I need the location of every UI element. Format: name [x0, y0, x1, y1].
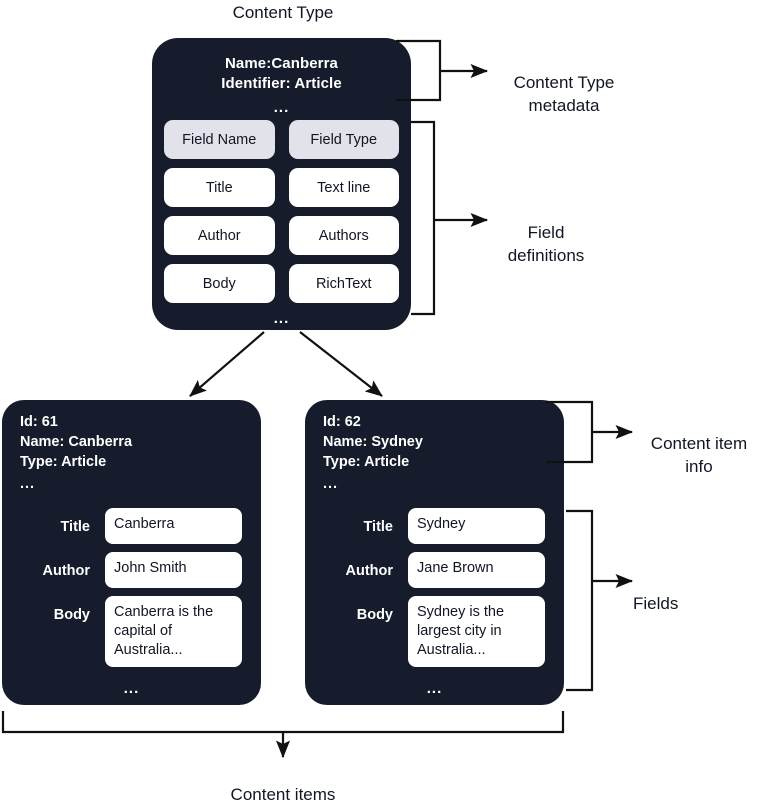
field-definitions-bracket	[411, 120, 436, 316]
content-item-fields-62: Title Sydney Author Jane Brown Body Sydn…	[305, 508, 564, 675]
table-row: Author Authors	[164, 216, 399, 255]
content-item-info-ellipsis: ...	[323, 476, 339, 492]
page-title: Content Type	[183, 3, 383, 23]
field-name-author: Author	[164, 216, 275, 255]
field-value-body: Canberra is the capital of Australia...	[105, 596, 242, 667]
field-row: Body Canberra is the capital of Australi…	[2, 596, 261, 667]
content-type-identifier: Identifier: Article	[221, 75, 342, 92]
field-row: Title Canberra	[2, 508, 261, 544]
field-name-title: Title	[164, 168, 275, 207]
page-title-text: Content Type	[232, 3, 334, 22]
field-value-author: John Smith	[105, 552, 242, 588]
annotation-content-type-metadata: Content Type metadata	[474, 48, 654, 117]
content-type-metadata-ellipsis: ...	[273, 99, 290, 116]
field-type-richtext: RichText	[288, 264, 399, 303]
content-items-bracket	[1, 711, 565, 734]
content-item-info-ellipsis: ...	[20, 476, 36, 492]
diagram-canvas: Content Type Name:Canberra Identifier: A…	[1, 3, 773, 804]
content-item-info-62: Id: 62 Name: Sydney Type: Article ...	[305, 400, 564, 494]
field-value-title: Sydney	[408, 508, 545, 544]
field-name-body: Body	[164, 264, 275, 303]
annotation-content-items-text: Content items	[230, 785, 336, 804]
field-label-author: Author	[345, 563, 393, 579]
field-definitions-ellipsis: ...	[273, 310, 290, 327]
annotation-field-definitions-text: Field definitions	[507, 223, 585, 265]
annotation-content-items: Content items	[183, 760, 383, 806]
field-type-text-line: Text line	[288, 168, 399, 207]
content-item-info-61: Id: 61 Name: Canberra Type: Article ...	[2, 400, 261, 494]
column-header-field-type: Field Type	[288, 120, 399, 159]
annotation-metadata-text: Content Type metadata	[513, 73, 615, 115]
table-row: Body RichText	[164, 264, 399, 303]
fields-bracket	[566, 509, 594, 692]
annotation-content-item-info-text: Content item info	[650, 434, 748, 476]
annotation-field-definitions: Field definitions	[476, 198, 616, 267]
content-item-id: Id: 61	[20, 414, 58, 430]
content-type-card: Name:Canberra Identifier: Article ... Fi…	[152, 38, 411, 330]
field-label-body: Body	[356, 607, 393, 623]
field-value-title: Canberra	[105, 508, 242, 544]
field-label-body: Body	[53, 607, 90, 623]
table-header-row: Field Name Field Type	[164, 120, 399, 159]
content-item-id: Id: 62	[323, 414, 361, 430]
field-type-authors: Authors	[288, 216, 399, 255]
field-value-author: Jane Brown	[408, 552, 545, 588]
annotation-fields: Fields	[633, 569, 723, 615]
arrow-to-item-61	[189, 331, 265, 397]
content-item-fields-ellipsis: ...	[426, 680, 443, 697]
content-type-name: Name:Canberra	[224, 55, 338, 72]
column-header-field-name: Field Name	[164, 120, 275, 159]
content-item-fields-61: Title Canberra Author John Smith Body Ca…	[2, 508, 261, 675]
field-row: Title Sydney	[305, 508, 564, 544]
content-item-fields-ellipsis: ...	[123, 680, 140, 697]
annotation-content-item-info: Content item info	[625, 409, 773, 478]
content-item-name: Name: Canberra	[20, 434, 133, 450]
arrow-to-item-62	[299, 331, 383, 397]
content-item-type: Type: Article	[323, 454, 410, 470]
table-row: Title Text line	[164, 168, 399, 207]
content-item-card-62: Id: 62 Name: Sydney Type: Article ... Ti…	[305, 400, 564, 705]
content-item-card-61: Id: 61 Name: Canberra Type: Article ... …	[2, 400, 261, 705]
field-label-author: Author	[42, 563, 90, 579]
field-label-title: Title	[60, 519, 90, 535]
field-row: Author John Smith	[2, 552, 261, 588]
content-type-metadata: Name:Canberra Identifier: Article	[152, 38, 411, 94]
field-row: Body Sydney is the largest city in Austr…	[305, 596, 564, 667]
field-label-title: Title	[363, 519, 393, 535]
field-row: Author Jane Brown	[305, 552, 564, 588]
field-value-body: Sydney is the largest city in Australia.…	[408, 596, 545, 667]
field-definitions-table: Field Name Field Type Title Text line Au…	[164, 120, 399, 326]
content-item-type: Type: Article	[20, 454, 107, 470]
content-item-name: Name: Sydney	[323, 434, 423, 450]
annotation-fields-text: Fields	[633, 594, 679, 613]
